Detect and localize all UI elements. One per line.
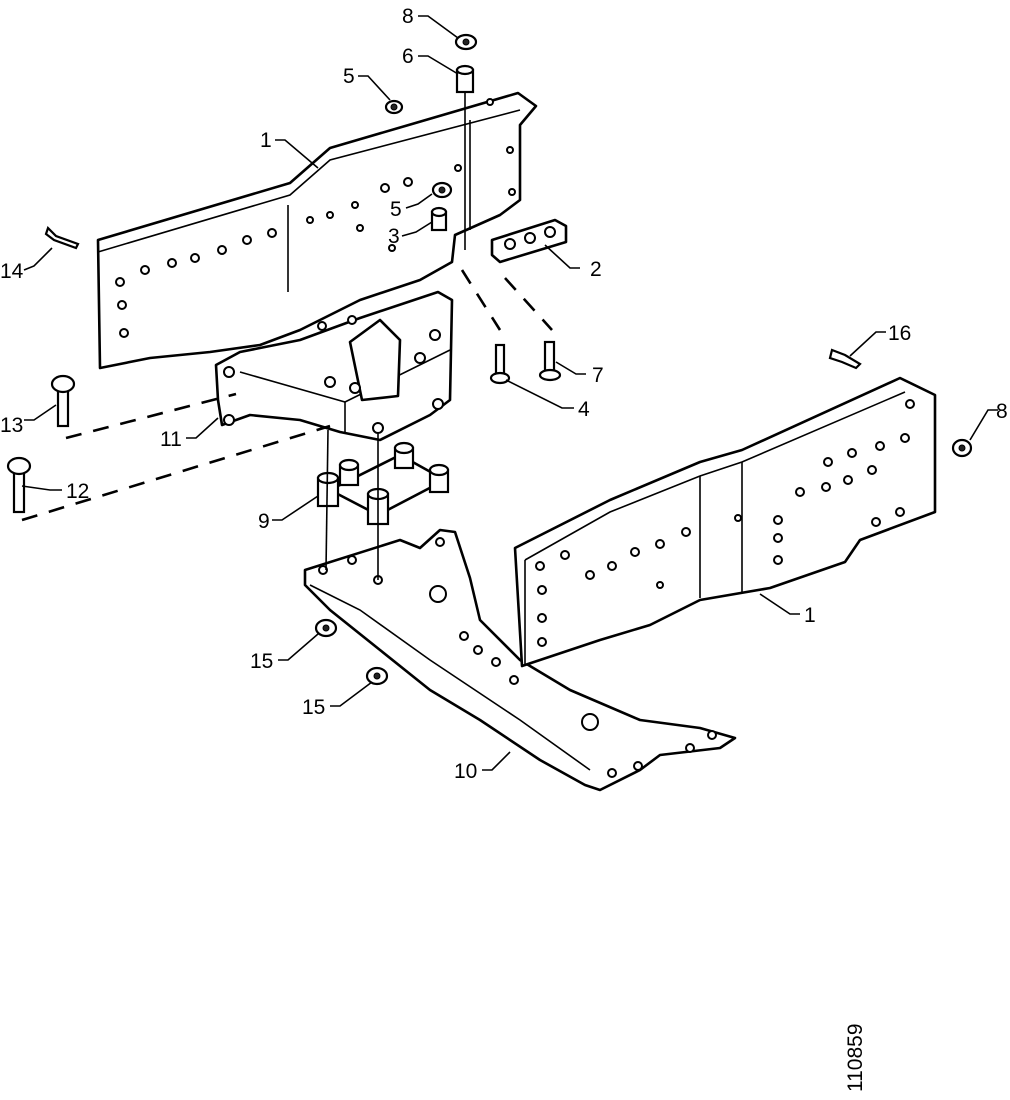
nut-5-mid <box>431 181 453 199</box>
frame-member-upper <box>96 91 538 370</box>
callout-2: 2 <box>590 258 602 281</box>
frame-holes-upper <box>115 98 516 338</box>
callout-5-top: 5 <box>343 65 355 88</box>
bolt-4 <box>489 343 511 385</box>
callout-8-top: 8 <box>402 5 414 28</box>
nut-15-a <box>314 618 338 638</box>
bolt-14 <box>44 225 80 250</box>
callout-11: 11 <box>160 428 182 451</box>
callout-labels: 8 6 5 1 5 3 2 14 7 4 13 11 12 9 1 15 15 … <box>0 5 1008 783</box>
callout-15-b: 15 <box>302 696 325 719</box>
callout-14: 14 <box>0 260 24 283</box>
callout-10: 10 <box>454 760 477 783</box>
callout-3: 3 <box>388 225 400 248</box>
assembly-lines <box>21 92 553 580</box>
callout-9: 9 <box>258 510 270 533</box>
callout-7: 7 <box>592 364 604 387</box>
crossmember-bracket <box>214 290 454 442</box>
leader-lines <box>21 15 998 771</box>
callout-16: 16 <box>888 322 911 345</box>
bolt-16 <box>828 348 862 370</box>
callout-8-right: 8 <box>996 400 1008 423</box>
frame-holes-right <box>535 399 915 647</box>
callout-1-right: 1 <box>804 604 816 627</box>
bracket-plate <box>490 218 568 264</box>
bolt-7 <box>538 340 562 382</box>
callout-12: 12 <box>66 480 89 503</box>
drawing-number: 110859 <box>844 1023 867 1092</box>
callout-4: 4 <box>578 398 590 421</box>
callout-13: 13 <box>0 414 23 437</box>
nut-15-b <box>365 666 389 686</box>
frame-member-right <box>513 376 937 668</box>
callout-6: 6 <box>402 45 414 68</box>
spacer-3 <box>430 206 448 232</box>
bolt-12 <box>6 456 32 514</box>
lower-crossmember-plate <box>303 528 737 792</box>
nut-8-right <box>951 438 973 458</box>
spacer-6 <box>455 64 475 94</box>
nut-8-top <box>454 33 478 51</box>
bolt-13 <box>50 374 76 428</box>
callout-15-a: 15 <box>250 650 273 673</box>
hardware <box>6 33 973 686</box>
callout-5-mid: 5 <box>390 198 402 221</box>
rubber-mounts <box>316 441 450 526</box>
nut-5-top <box>384 99 404 115</box>
callout-1-top: 1 <box>260 129 272 152</box>
